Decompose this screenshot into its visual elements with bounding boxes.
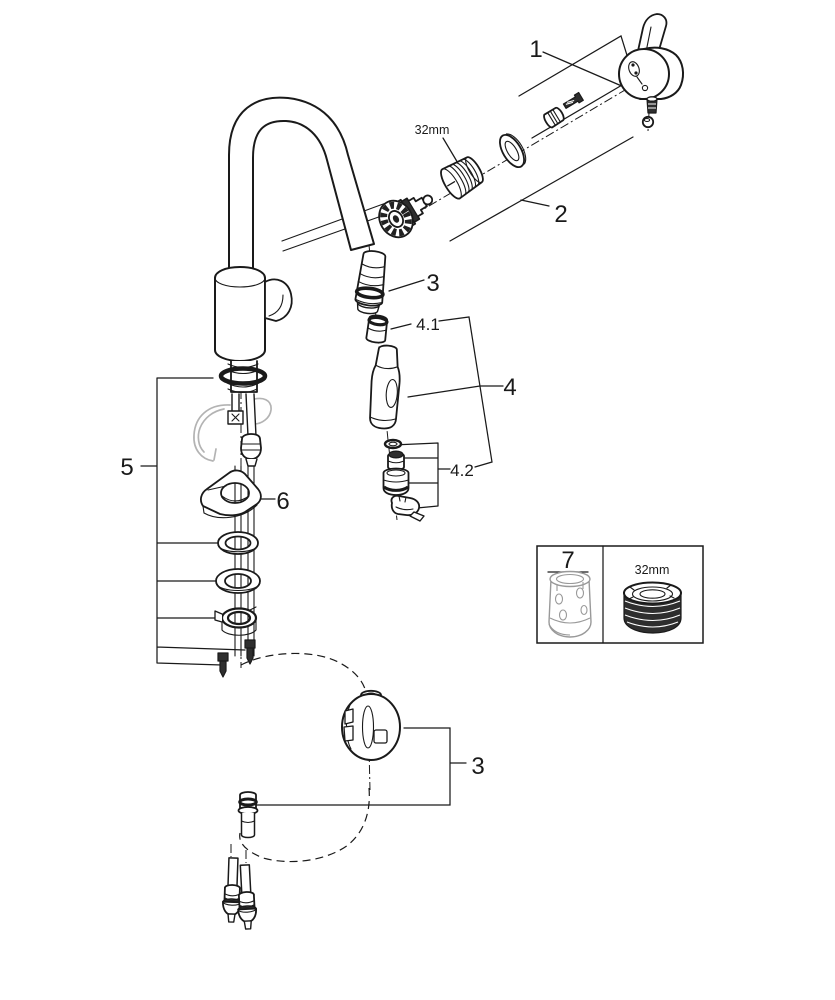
supply-tubes <box>234 465 255 657</box>
flow-clip <box>390 494 425 522</box>
outlet-tube <box>227 393 244 425</box>
bracket-group4 <box>438 316 493 468</box>
bracket-group2 <box>449 136 634 242</box>
mounting-oring <box>218 366 268 386</box>
leader-4-1 <box>390 323 412 330</box>
bracket-group5 <box>140 377 246 666</box>
label-5: 5 <box>120 454 133 481</box>
mounting-screw-right <box>244 639 256 665</box>
hose-weight-ball <box>341 689 401 761</box>
washer-2 <box>215 568 261 594</box>
callout-lines <box>140 35 635 806</box>
label-32mm-box: 32mm <box>635 563 670 577</box>
pullout-hose-dashed <box>239 652 370 863</box>
mounting-stack <box>200 469 262 678</box>
faucet-body <box>214 266 266 362</box>
supply-hose-left <box>222 857 242 923</box>
label-4: 4 <box>503 374 516 401</box>
faucet-body-assembly <box>214 96 375 467</box>
leader-2 <box>520 199 550 207</box>
center-axes <box>230 76 651 863</box>
label-32mm-top: 32mm <box>415 123 450 137</box>
cartridge-group <box>378 91 584 239</box>
cartridge-nut-32mm <box>440 156 484 200</box>
cartridge <box>378 194 434 239</box>
parts-box <box>536 545 704 644</box>
washer-1 <box>217 531 259 555</box>
internal-hose-lines <box>281 202 391 252</box>
hose-tail <box>240 393 262 467</box>
spray-head-group <box>365 314 425 522</box>
label-4-1: 4.1 <box>416 315 440 334</box>
spray-head-body <box>369 344 401 430</box>
cartridge-boss <box>264 278 293 322</box>
service-tool <box>548 570 592 638</box>
label-7: 7 <box>561 547 574 574</box>
mounting-bracket <box>200 469 262 517</box>
aerator-insert <box>387 450 405 471</box>
fixing-screw <box>562 91 584 109</box>
mounting-flange <box>214 606 258 636</box>
spray-sleeve <box>365 314 389 344</box>
retaining-ring <box>499 133 527 169</box>
threaded-shank <box>218 360 268 394</box>
supply-hose-right <box>237 864 257 930</box>
plug-ball <box>641 115 655 129</box>
label-4-2: 4.2 <box>450 461 474 480</box>
handle-cap-face <box>618 48 670 100</box>
hose-coupling <box>354 250 387 315</box>
label-1: 1 <box>529 36 542 63</box>
hose-connector <box>237 791 259 839</box>
mounting-screw-left <box>217 652 229 678</box>
leader-4 <box>407 385 504 398</box>
connector-nut <box>543 106 565 129</box>
spout <box>228 96 375 273</box>
aerator-housing <box>382 467 410 496</box>
aerator-ring <box>383 438 403 450</box>
phantom-escutcheon <box>193 397 272 462</box>
box-ring-32mm <box>623 581 682 634</box>
bracket-3-bottom <box>254 727 467 806</box>
leader-3-top <box>388 279 425 292</box>
handle-screw <box>646 96 658 114</box>
axis-supply <box>230 844 247 863</box>
label-3-top: 3 <box>426 270 439 297</box>
label-6: 6 <box>276 488 289 515</box>
leader-1 <box>542 51 625 88</box>
handle-assembly <box>618 13 685 129</box>
label-2: 2 <box>554 201 567 228</box>
bracket-group4-2 <box>392 442 439 509</box>
callout-labels: 1 32mm 2 3 4.1 4 4.2 5 6 7 32mm 3 <box>120 36 669 780</box>
label-3-bottom: 3 <box>471 753 484 780</box>
